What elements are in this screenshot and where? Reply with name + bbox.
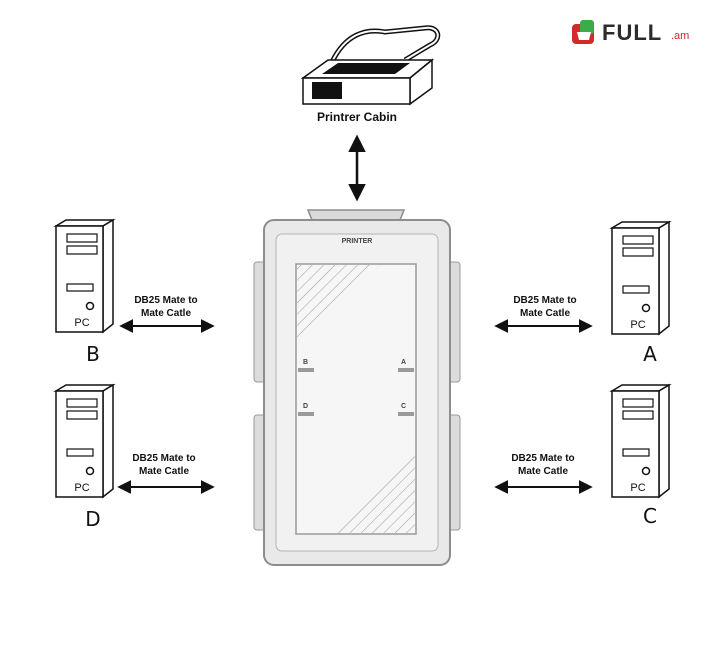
printer-switch: PRINTER B A D C [253, 209, 461, 566]
cable-a-label-line2: Mate Catle [520, 308, 570, 319]
computer-a-letter: A [643, 342, 657, 366]
drive-bay-2 [66, 410, 98, 420]
site-logo[interactable]: FULL .am [570, 14, 705, 50]
drive-bay-3 [66, 283, 94, 292]
pc-tower-front [611, 227, 660, 335]
pc-label: PC [74, 482, 89, 494]
printer-panel [312, 82, 342, 99]
drive-bay-1 [622, 235, 654, 245]
port-c-label: C [401, 403, 406, 410]
logo-text: FULL [602, 20, 663, 45]
computer-a: PC [609, 220, 672, 336]
drive-bay-2 [622, 410, 654, 420]
cable-d-label-line2: Mate Catle [139, 466, 189, 477]
pc-tower-side [102, 218, 114, 334]
logo-suffix: .am [671, 30, 690, 42]
cart-icon [572, 20, 594, 44]
computer-c: PC [609, 383, 672, 499]
printer-label: Printrer Cabin [317, 110, 397, 124]
power-button-icon [85, 301, 95, 311]
drive-bay-3 [622, 285, 650, 294]
port-b-label: B [303, 359, 308, 366]
printer-paper-slot [322, 63, 410, 74]
pc-label: PC [74, 317, 89, 329]
cable-d-label-line1: DB25 Mate to [132, 453, 195, 464]
pc-label: PC [630, 319, 645, 331]
port-b-marker [298, 368, 314, 372]
computer-d-letter: D [85, 507, 100, 531]
cable-b-label-line2: Mate Catle [141, 308, 191, 319]
drive-bay-3 [66, 448, 94, 457]
computer-b: PC [53, 218, 116, 334]
computer-d: PC [53, 383, 116, 499]
printer: Printrer Cabin [300, 25, 441, 124]
pc-tower-front [55, 390, 104, 498]
pc-tower-side [658, 383, 670, 499]
port-d-label: D [303, 403, 308, 410]
switch-hatch-bottom [335, 455, 415, 533]
pc-tower-side [102, 383, 114, 499]
drive-bay-3 [622, 448, 650, 457]
drive-bay-1 [622, 398, 654, 408]
power-button-icon [641, 466, 651, 476]
cable-b-label-line1: DB25 Mate to [134, 295, 197, 306]
switch-brand: PRINTER [342, 238, 373, 245]
port-a-marker [398, 368, 414, 372]
drive-bay-2 [622, 247, 654, 257]
switch-hatch-top [297, 265, 380, 345]
pc-tower-side [658, 220, 670, 336]
port-c-marker [398, 412, 414, 416]
cable-c-label-line1: DB25 Mate to [511, 453, 574, 464]
printer-cable-inner [331, 26, 439, 63]
pc-tower-front [55, 225, 104, 333]
cable-a-label-line1: DB25 Mate to [513, 295, 576, 306]
drive-bay-1 [66, 398, 98, 408]
power-button-icon [641, 303, 651, 313]
drive-bay-1 [66, 233, 98, 243]
computer-b-letter: B [86, 342, 100, 366]
cable-c-label-line2: Mate Catle [518, 466, 568, 477]
port-d-marker [298, 412, 314, 416]
power-button-icon [85, 466, 95, 476]
pc-tower-front [611, 390, 660, 498]
pc-label: PC [630, 482, 645, 494]
drive-bay-2 [66, 245, 98, 255]
computer-c-letter: C [643, 504, 657, 528]
port-a-label: A [401, 359, 406, 366]
